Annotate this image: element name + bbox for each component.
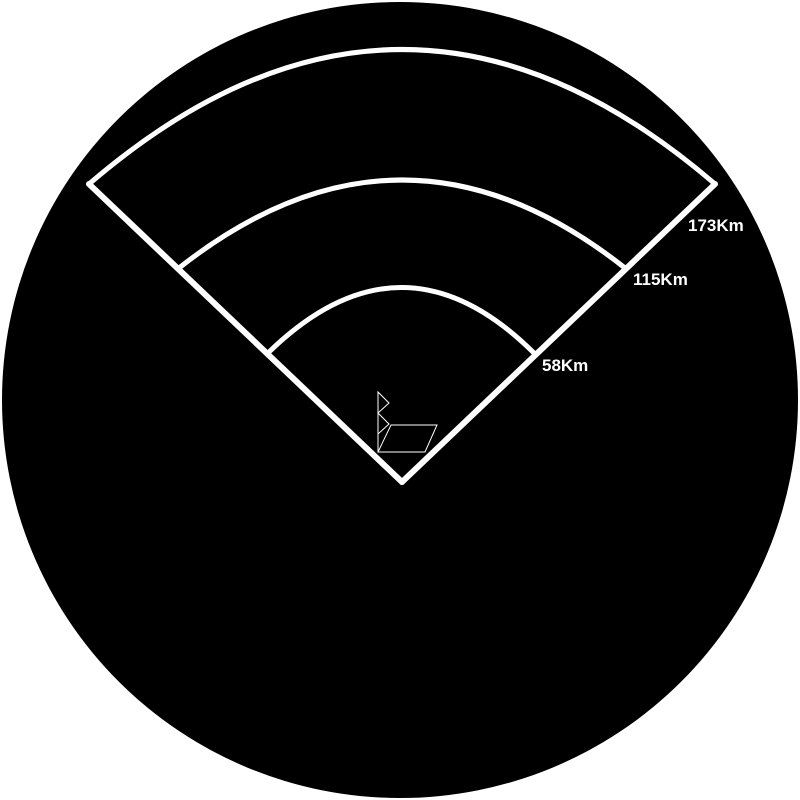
range-label-173km: 173Km [688,216,744,235]
range-arc-173km [87,47,717,186]
sector-right-edge [399,181,718,485]
radar-antenna-icon [377,390,438,453]
range-arc-115km [177,177,627,270]
sector-left-edge [86,181,405,485]
range-arc-58km [266,285,536,355]
range-label-115km: 115Km [633,270,688,289]
range-label-58km: 58Km [542,356,588,375]
